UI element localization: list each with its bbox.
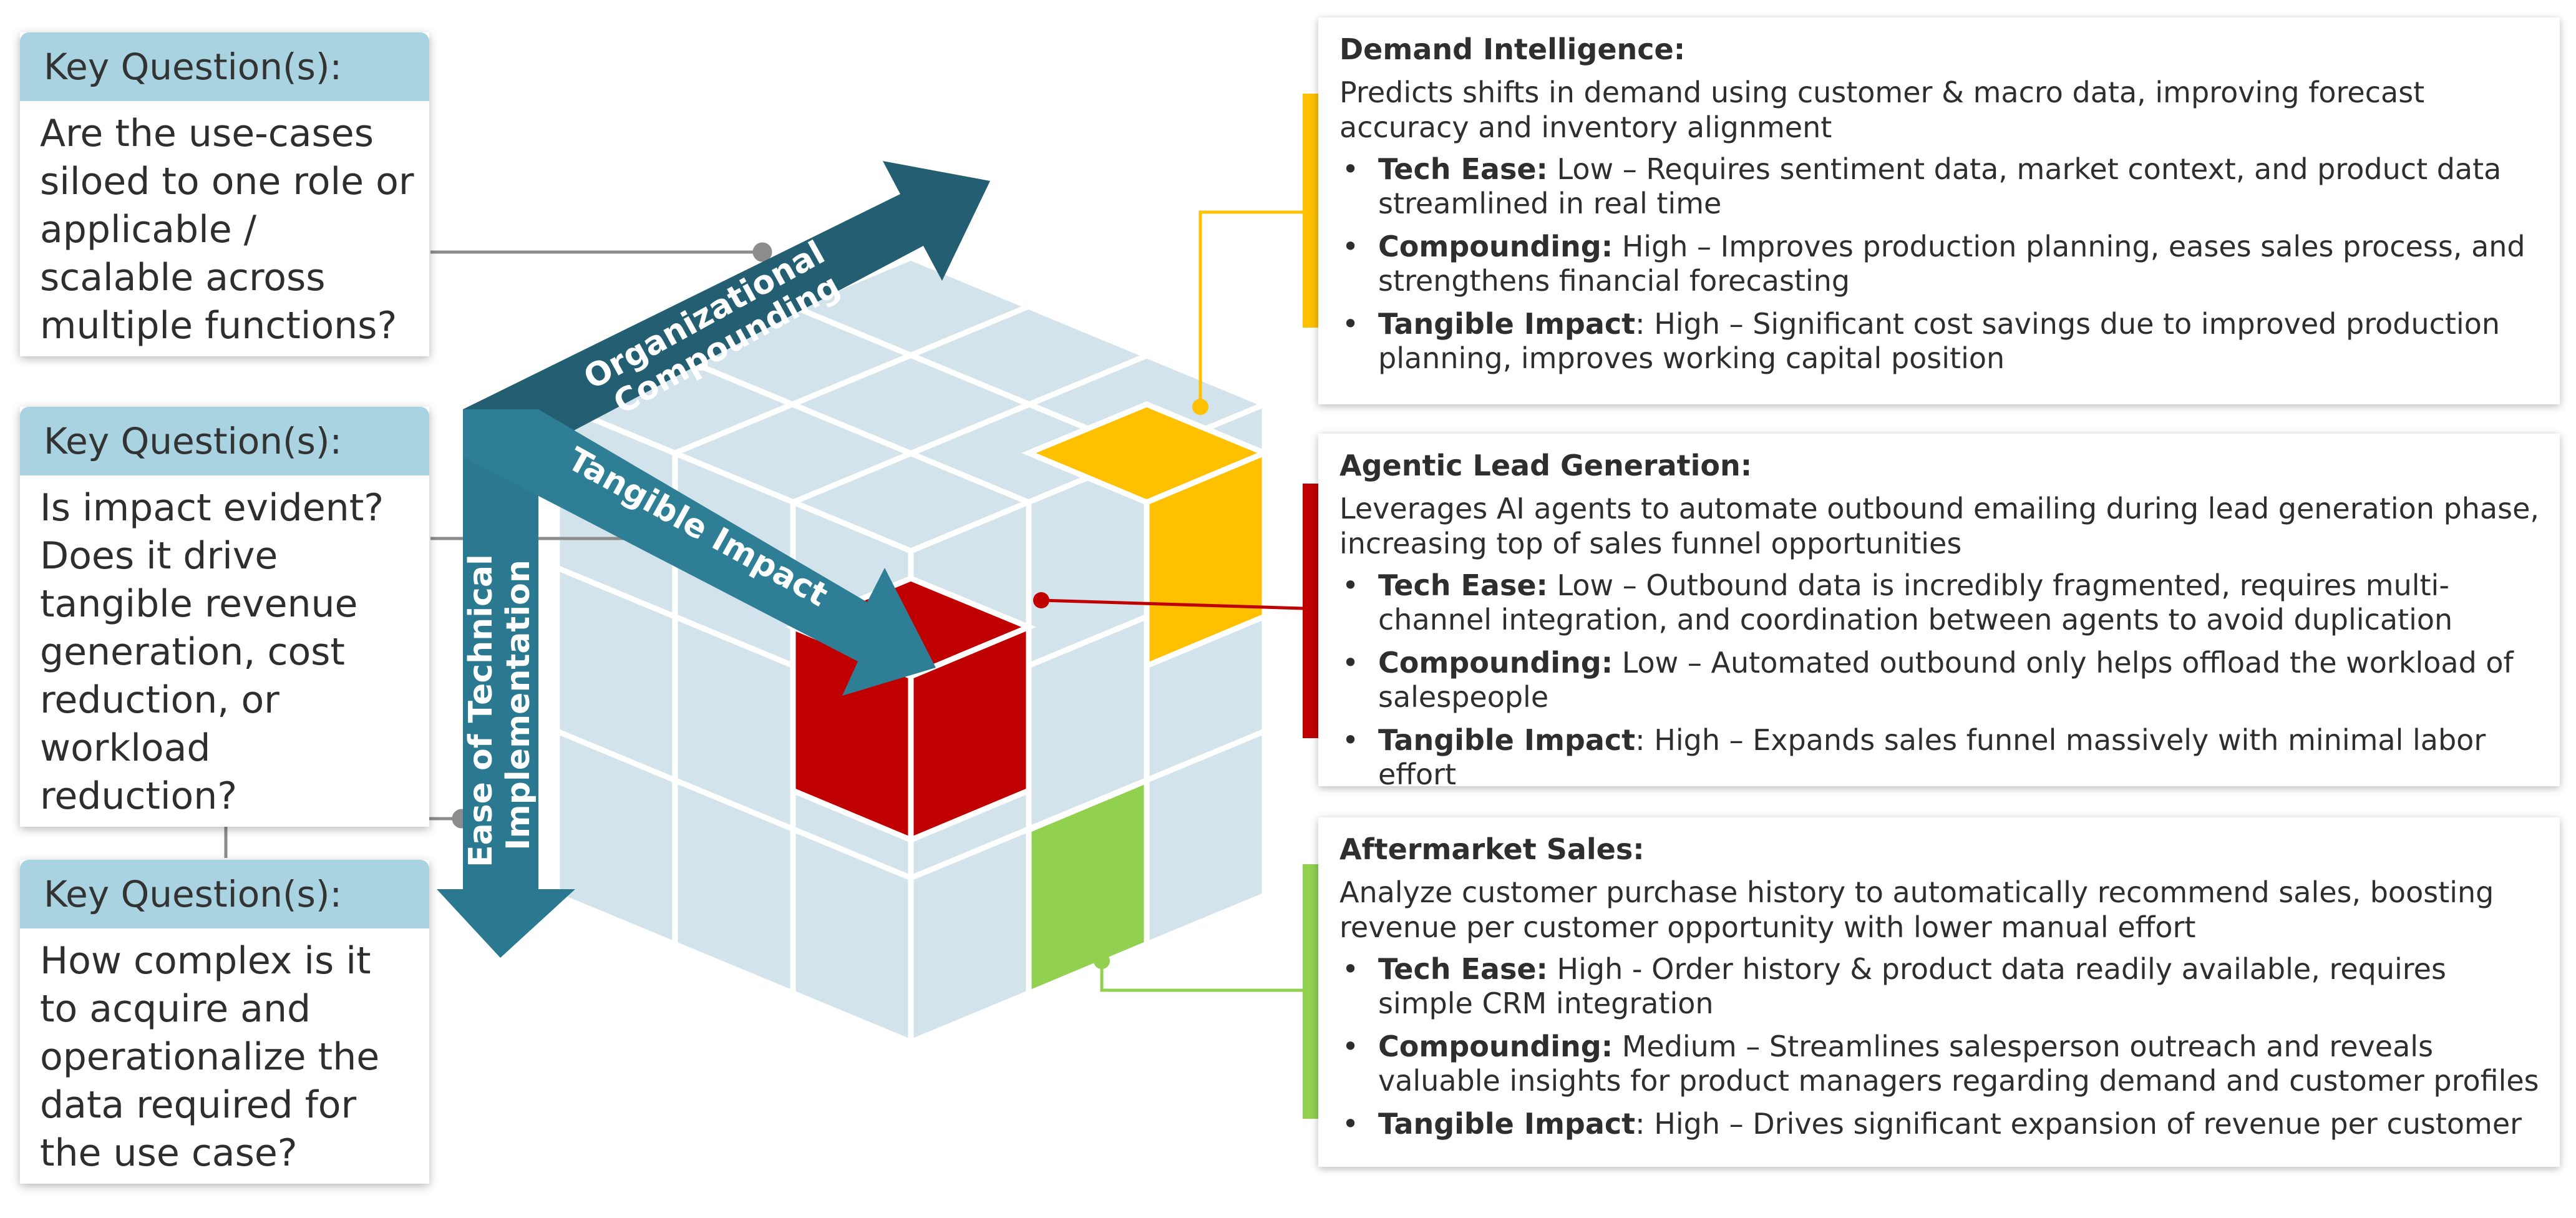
use-case-title: Aftermarket Sales: xyxy=(1339,832,1645,866)
key-question-text: How complex is it to acquire and operati… xyxy=(40,939,380,1175)
key-question-text: Are the use-cases siloed to one role or … xyxy=(40,112,414,348)
bullet-tech-ease: Tech Ease: Low – Requires sentiment data… xyxy=(1339,152,2541,221)
bullet-tech-ease: Tech Ease: High - Order history & produc… xyxy=(1339,952,2541,1021)
bullet-text: High - Order history & product data read… xyxy=(1378,952,2446,1020)
aftermarket-sales-accent xyxy=(1303,864,1319,1119)
yellow-cubelet-side xyxy=(1144,449,1268,670)
cube xyxy=(550,255,1272,1046)
bullet-text: : High – Expands sales funnel massively … xyxy=(1378,723,2486,791)
tangible-impact-arrow xyxy=(463,409,936,696)
bullet-label: Compounding: xyxy=(1378,1030,1613,1063)
key-question-header: Key Question(s): xyxy=(20,32,429,101)
bullet-label: Tangible Impact xyxy=(1378,1107,1636,1141)
bullet-text: : High – Significant cost savings due to… xyxy=(1378,307,2501,375)
bullet-compounding: Compounding: Medium – Streamlines salesp… xyxy=(1339,1030,2541,1098)
key-question-header: Key Question(s): xyxy=(20,860,429,928)
ease-arrow xyxy=(437,409,575,958)
use-case-description: Leverages AI agents to automate outbound… xyxy=(1339,492,2539,560)
use-case-description: Analyze customer purchase history to aut… xyxy=(1339,875,2494,944)
bullet-label: Tangible Impact xyxy=(1378,307,1636,341)
bullet-compounding: Compounding: Low – Automated outbound on… xyxy=(1339,646,2541,714)
bullet-label: Compounding: xyxy=(1378,646,1613,680)
bullet-tech-ease: Tech Ease: Low – Outbound data is incred… xyxy=(1339,568,2541,637)
red-cubelet-right xyxy=(908,623,1032,844)
use-case-bullets: Tech Ease: Low – Requires sentiment data… xyxy=(1339,152,2541,376)
bullet-text: High – Improves production planning, eas… xyxy=(1378,230,2525,298)
bullet-label: Tangible Impact xyxy=(1378,723,1636,757)
bullet-label: Tech Ease: xyxy=(1378,152,1548,186)
use-case-panel-demand-intelligence: Demand Intelligence: Predicts shifts in … xyxy=(1318,17,2560,404)
green-cubelet xyxy=(1026,776,1150,998)
bullet-text: Medium – Streamlines salesperson outreac… xyxy=(1378,1030,2539,1098)
use-case-panel-aftermarket-sales: Aftermarket Sales: Analyze customer purc… xyxy=(1318,817,2560,1167)
bullet-text: : High – Drives significant expansion of… xyxy=(1635,1107,2522,1141)
ease-label-line1: Ease of Technical xyxy=(462,554,500,867)
bullet-label: Compounding: xyxy=(1378,230,1613,263)
bullet-tangible-impact: Tangible Impact: High – Significant cost… xyxy=(1339,307,2541,376)
key-question-box-compounding: Key Question(s): Are the use-cases siloe… xyxy=(20,32,429,356)
use-case-title: Agentic Lead Generation: xyxy=(1339,449,1752,482)
bullet-tangible-impact: Tangible Impact: High – Drives significa… xyxy=(1339,1107,2541,1141)
bullet-text: Low – Outbound data is incredibly fragme… xyxy=(1378,568,2453,636)
bullet-text: Low – Automated outbound only helps offl… xyxy=(1378,646,2514,714)
agentic-lead-generation-accent xyxy=(1303,484,1319,738)
key-question-header: Key Question(s): xyxy=(20,407,429,475)
use-case-title: Demand Intelligence: xyxy=(1339,32,1686,66)
bullet-text: Low – Requires sentiment data, market co… xyxy=(1378,152,2502,220)
use-case-bullets: Tech Ease: High - Order history & produc… xyxy=(1339,952,2541,1141)
key-question-box-impact: Key Question(s): Is impact evident? Does… xyxy=(20,407,429,827)
bullet-compounding: Compounding: High – Improves production … xyxy=(1339,230,2541,298)
use-case-description: Predicts shifts in demand using customer… xyxy=(1339,76,2425,144)
key-question-box-ease: Key Question(s): How complex is it to ac… xyxy=(20,860,429,1184)
use-case-connectors xyxy=(1033,210,1303,992)
use-case-bullets: Tech Ease: Low – Outbound data is incred… xyxy=(1339,568,2541,792)
use-case-panel-agentic-lead-generation: Agentic Lead Generation: Leverages AI ag… xyxy=(1318,434,2560,791)
bullet-tangible-impact: Tangible Impact: High – Expands sales fu… xyxy=(1339,723,2541,792)
compounding-arrow xyxy=(463,161,990,449)
key-question-text: Is impact evident? Does it drive tangibl… xyxy=(40,486,384,818)
ease-axis-label: Ease of Technical Implementation xyxy=(462,543,537,867)
bullet-label: Tech Ease: xyxy=(1378,952,1548,986)
bullet-label: Tech Ease: xyxy=(1378,568,1548,602)
demand-intelligence-accent xyxy=(1303,94,1319,328)
ease-label-line2: Implementation xyxy=(500,560,537,850)
